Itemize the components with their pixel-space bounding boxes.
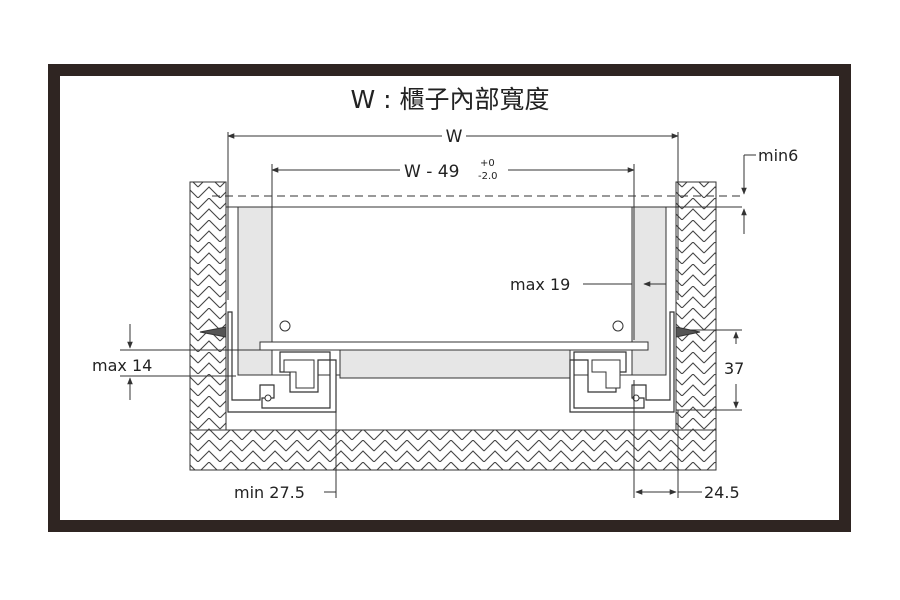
drawer-bottom-plate bbox=[259, 341, 649, 351]
drawer-box bbox=[237, 206, 667, 379]
cabinet-bottom-panel bbox=[189, 429, 717, 471]
cabinet-left-wall bbox=[189, 181, 227, 431]
rear-offset-label: 24.5 bbox=[704, 483, 740, 502]
min-top-clearance-label: min6 bbox=[758, 146, 798, 165]
tolerance-upper-label: +0 bbox=[480, 158, 495, 169]
inner-width-label: W - 49 bbox=[404, 162, 459, 182]
drawer-bottom-recess bbox=[339, 349, 571, 379]
slide-height-label: 37 bbox=[724, 359, 744, 378]
overall-width-label: W bbox=[446, 127, 463, 147]
drawer-right-side bbox=[631, 206, 667, 376]
right-slide-screw bbox=[612, 320, 624, 332]
diagram-title: W : 櫃子內部寬度 bbox=[350, 85, 549, 114]
left-wall-screw bbox=[199, 326, 227, 338]
left-slide-rail bbox=[227, 311, 337, 413]
right-slide-rail bbox=[569, 311, 675, 413]
left-slide-screw bbox=[279, 320, 291, 332]
cabinet-right-wall bbox=[675, 181, 717, 431]
max-bottom-offset-label: max 14 bbox=[92, 356, 152, 375]
right-wall-screw bbox=[675, 326, 701, 338]
min-bottom-depth-label: min 27.5 bbox=[234, 483, 305, 502]
max-side-thickness-label: max 19 bbox=[510, 275, 570, 294]
tolerance-lower-label: -2.0 bbox=[478, 171, 498, 182]
